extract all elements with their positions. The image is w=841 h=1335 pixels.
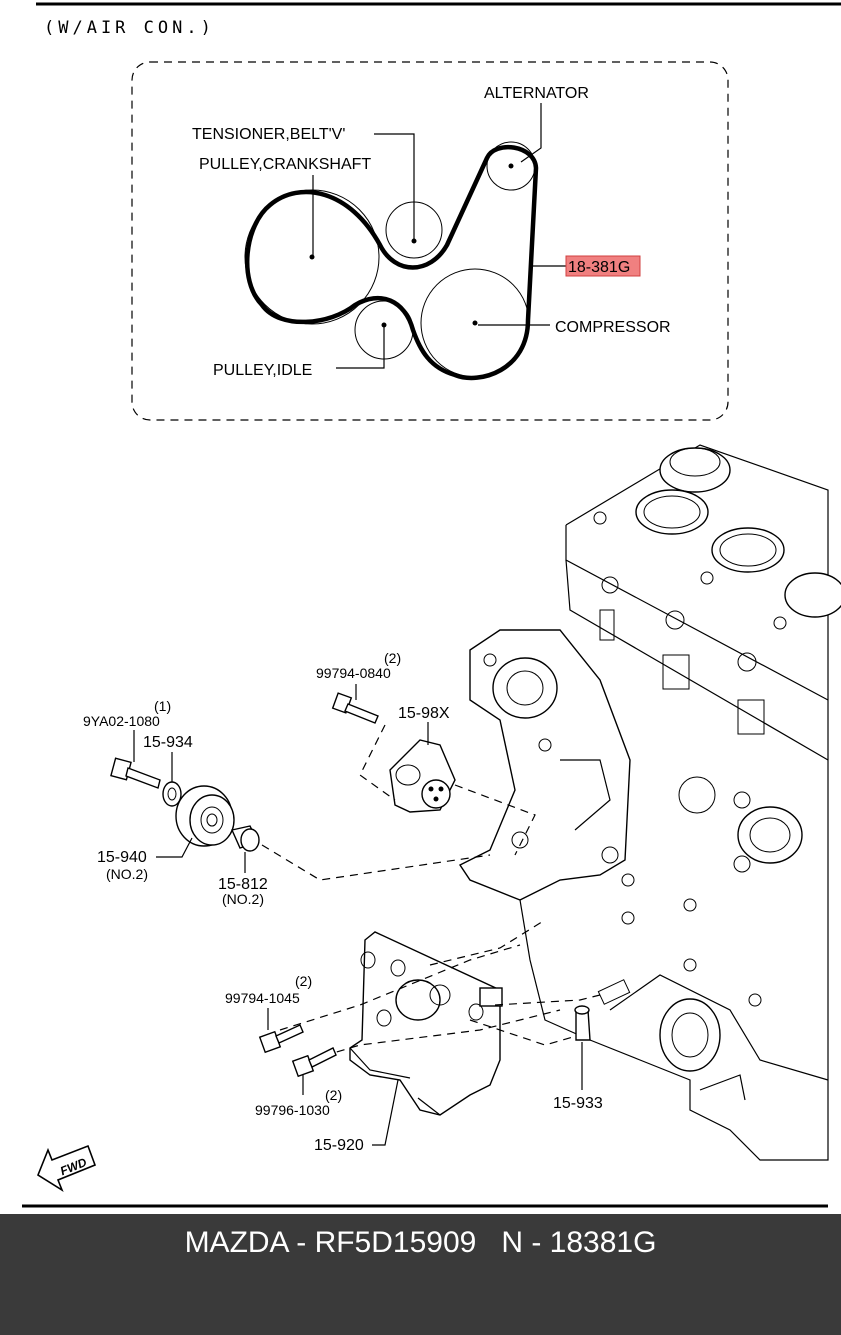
tensioner-center: [411, 238, 417, 244]
crank-seal-boss: [659, 998, 721, 1072]
bolt-99794-1045: [258, 1024, 304, 1054]
part-99794-0840-number[interactable]: 99794-0840: [316, 665, 391, 681]
part-99796-1030-qty: (2): [325, 1087, 342, 1103]
compressor-label: COMPRESSOR: [555, 319, 671, 336]
cam-bore-3: [784, 572, 841, 618]
tensioner-assembly: [389, 739, 456, 813]
part-15-940-number[interactable]: 15-940: [97, 849, 147, 866]
idle-label: PULLEY,IDLE: [213, 362, 312, 379]
part-15-940-note: (NO.2): [106, 866, 148, 882]
part-15-933-number[interactable]: 15-933: [553, 1095, 603, 1112]
part-15-812-number[interactable]: 15-812: [218, 876, 268, 893]
stud-15-933: [574, 1005, 591, 1041]
belt-routing-inset: ALTERNATOR TENSIONER,BELT'V' PULLEY,CRAN…: [131, 61, 729, 421]
footer-part-text: MAZDA - RF5D15909 N - 18381G: [184, 1226, 657, 1259]
part-15-98x-number[interactable]: 15-98X: [398, 705, 450, 722]
part-99796-1030-number[interactable]: 99796-1030: [255, 1102, 330, 1118]
block-bore: [737, 806, 803, 864]
tensioner-bracket: [458, 629, 631, 901]
bracket-15-920: [349, 931, 503, 1116]
variant-label: (W/AIR CON.): [44, 18, 215, 38]
inset-frame: [131, 61, 729, 421]
alternator-leader: [520, 103, 542, 163]
idle-pulley-15-940: [175, 785, 235, 847]
oil-filler-cap: [659, 447, 731, 493]
tensioner-label: TENSIONER,BELT'V': [192, 126, 345, 143]
parts-diagram: (W/AIR CON.) ALTERNATOR TENSIONER,BELT'V…: [22, 2, 841, 1208]
bolt-99796-1030: [291, 1047, 337, 1078]
part-9ya02-1080-qty: (1): [154, 698, 171, 714]
footer-bar: [0, 1214, 841, 1335]
part-15-920-number[interactable]: 15-920: [314, 1137, 364, 1154]
part-99794-1045-number[interactable]: 99794-1045: [225, 990, 300, 1006]
part-15-812-note: (NO.2): [222, 891, 264, 907]
fwd-arrow-icon: FWD: [37, 1144, 97, 1192]
spacer-15-812: [231, 825, 260, 852]
compressor-center: [472, 320, 478, 326]
part-9ya02-1080-number[interactable]: 9YA02-1080: [83, 713, 160, 729]
part-99794-0840-qty: (2): [384, 650, 401, 666]
crankshaft-label: PULLEY,CRANKSHAFT: [199, 156, 371, 173]
alternator-center: [508, 163, 514, 169]
tensioner-leader: [374, 133, 415, 240]
highlight-box: [565, 255, 641, 277]
cam-bore-1: [635, 489, 709, 535]
v-belt: [244, 144, 539, 381]
crankshaft-center: [309, 254, 315, 260]
alternator-label: ALTERNATOR: [484, 85, 589, 102]
washer-15-934: [162, 781, 182, 807]
idler-bolt: [110, 757, 161, 789]
highlight-part-label[interactable]: 18-381G: [568, 259, 630, 276]
idle-leader: [336, 325, 385, 369]
engine-block: [519, 444, 841, 1161]
crankshaft-pulley: [244, 189, 380, 325]
part-99794-1045-qty: (2): [295, 973, 312, 989]
part-15-934-number[interactable]: 15-934: [143, 734, 193, 751]
bolt-99794-0840: [331, 692, 379, 724]
cam-bore-2: [711, 527, 785, 573]
